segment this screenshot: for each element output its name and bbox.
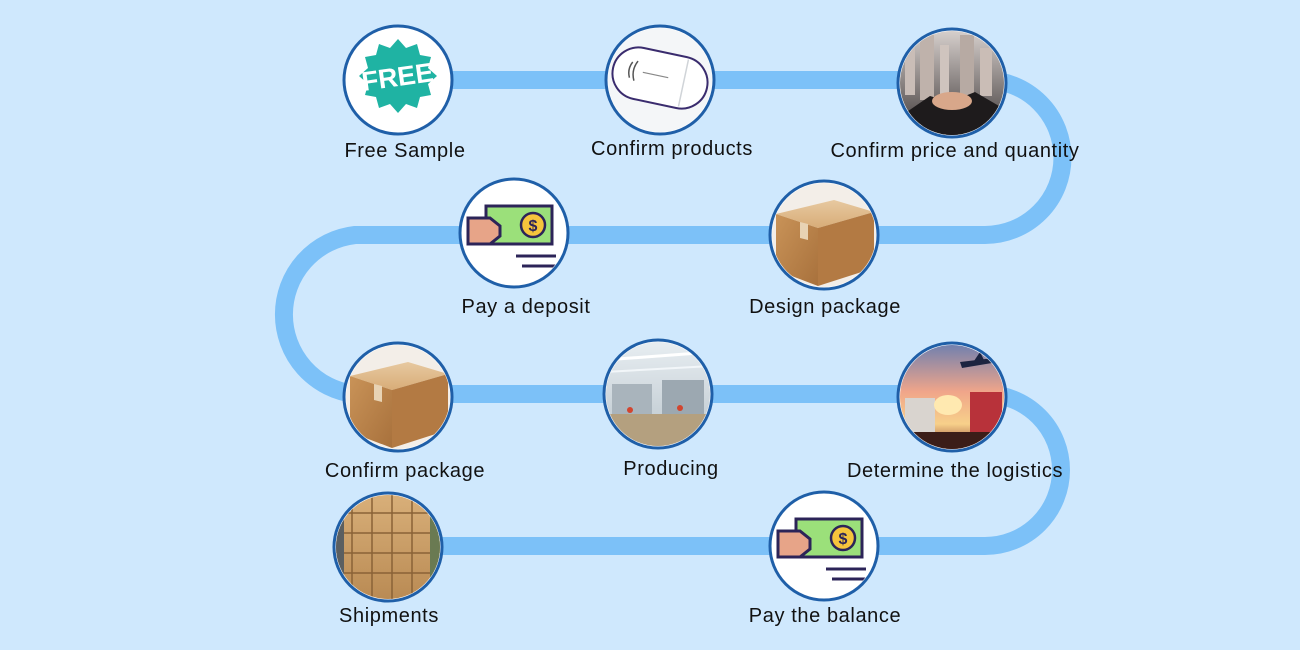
step-pay-a-deposit: $ bbox=[458, 177, 570, 289]
step-label-free-sample: Free Sample bbox=[344, 140, 466, 162]
step-label-confirm-products: Confirm products bbox=[591, 138, 753, 160]
cash-hand-icon: $ bbox=[776, 517, 866, 581]
product-device-image bbox=[608, 28, 712, 132]
cardboard-box-image bbox=[346, 345, 450, 449]
svg-text:$: $ bbox=[839, 531, 848, 548]
step-shipments bbox=[332, 491, 444, 603]
step-label-confirm-price-and-quantity: Confirm price and quantity bbox=[830, 140, 1080, 162]
flow-path bbox=[274, 71, 1072, 555]
step-label-confirm-package: Confirm package bbox=[324, 460, 486, 482]
handshake-image bbox=[900, 31, 1004, 135]
step-confirm-products bbox=[604, 24, 716, 136]
step-label-shipments: Shipments bbox=[339, 605, 439, 627]
factory-image bbox=[606, 342, 710, 446]
step-confirm-package bbox=[342, 341, 454, 453]
step-label-producing: Producing bbox=[623, 458, 719, 480]
svg-text:$: $ bbox=[529, 218, 538, 235]
step-free-sample: FREE bbox=[342, 24, 454, 136]
step-confirm-price-and-quantity bbox=[896, 27, 1008, 139]
step-label-determine-the-logistics: Determine the logistics bbox=[846, 460, 1064, 482]
step-design-package bbox=[768, 179, 880, 291]
step-pay-the-balance: $ bbox=[768, 490, 880, 602]
cash-hand-icon: $ bbox=[466, 204, 556, 268]
step-label-design-package: Design package bbox=[749, 296, 901, 318]
step-label-pay-the-balance: Pay the balance bbox=[748, 605, 902, 627]
step-label-pay-a-deposit: Pay a deposit bbox=[461, 296, 591, 318]
cardboard-box-image bbox=[772, 183, 876, 287]
free-badge-icon: FREE bbox=[359, 39, 437, 113]
step-determine-the-logistics bbox=[896, 341, 1008, 453]
step-producing bbox=[602, 338, 714, 450]
